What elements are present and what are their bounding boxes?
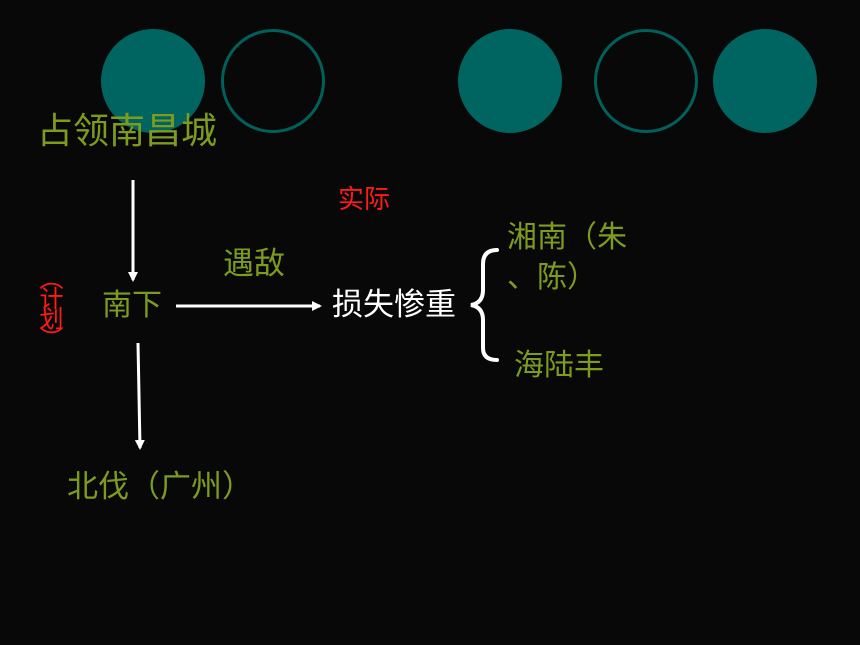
branch-hailufeng: 海陆丰 <box>514 348 604 383</box>
north-node: 北伐（广州） <box>67 469 253 505</box>
encounter-label: 遇敌 <box>223 246 285 282</box>
branch-xiangnan-line1: 湘南（朱 <box>507 220 627 255</box>
decor-circle-filled <box>101 29 205 133</box>
decor-circle-ring <box>594 29 698 133</box>
arrow-south-to-north <box>134 342 145 450</box>
brace <box>470 248 499 362</box>
plan-label: （计划） <box>35 266 63 346</box>
decor-circle-ring <box>221 29 325 133</box>
decor-circle-filled <box>458 29 562 133</box>
result-node: 损失惨重 <box>332 287 456 323</box>
actual-label: 实际 <box>338 185 391 215</box>
decor-circle-filled <box>713 29 817 133</box>
start-node: 占领南昌城 <box>37 111 218 152</box>
branch-xiangnan-line2: 、陈） <box>507 260 597 295</box>
south-node: 南下 <box>102 288 162 323</box>
